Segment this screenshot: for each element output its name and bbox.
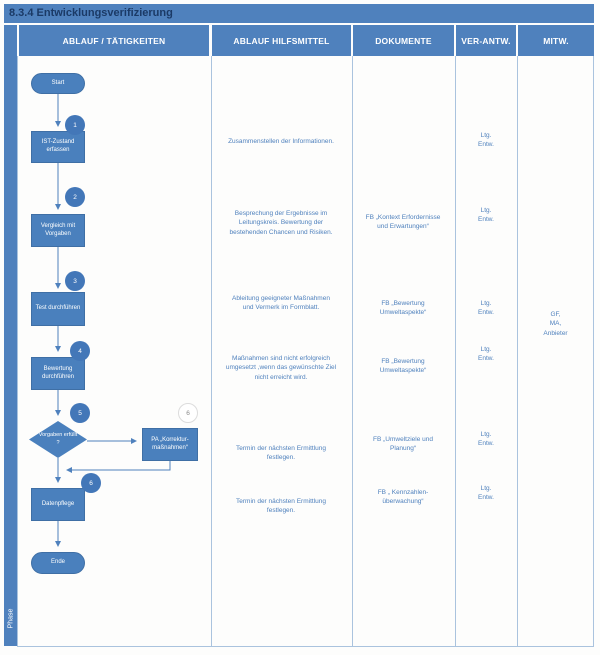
flow-end-node: Ende: [31, 552, 85, 574]
hilfsmittel-cell-2: Besprechung der Ergebnisse im Leitungskr…: [229, 210, 333, 236]
grid-line: [17, 56, 18, 646]
flow-step-box-ist-zustand: IST-Zustand erfassen: [31, 131, 85, 163]
column-header-ablauf-hilfsmittel: ABLAUF HILFSMITTEL: [212, 25, 351, 56]
hilfsmittel-cell-6: Termin der nächsten Ermittlung festlegen…: [236, 498, 326, 515]
grid-line: [352, 56, 353, 646]
verantwortlich-cell-4: Ltg. Entw.: [478, 346, 494, 363]
page-title: 8.3.4 Entwicklungsverifizierung: [4, 4, 594, 23]
column-header-dokumente: DOKUMENTE: [353, 25, 454, 56]
mitwirkung-cell: GF, MA, Anbieter: [543, 311, 568, 337]
hilfsmittel-cell-3: Ableitung geeigneter Maßnahmen und Verme…: [232, 295, 330, 312]
verantwortlich-cell-6: Ltg. Entw.: [478, 485, 494, 502]
column-header-ver-antw: VER-ANTW.: [456, 25, 516, 56]
grid-line: [211, 56, 212, 646]
phase-label: Phase: [7, 608, 15, 629]
flow-step-box-bewertung: Bewertung durchführen: [31, 357, 85, 390]
step-number-badge-1: 1: [65, 115, 85, 135]
verantwortlich-cell-3: Ltg. Entw.: [478, 300, 494, 317]
dokumente-cell-3: FB „Bewertung Umweltaspekte“: [379, 358, 427, 375]
step-number-badge-6: 6: [81, 473, 101, 493]
step-number-badge-4: 4: [70, 341, 90, 361]
flow-step-box-test: Test durchführen: [31, 292, 85, 326]
flow-start-node: Start: [31, 73, 85, 94]
flow-step-box-vergleich: Vergleich mit Vorgaben: [31, 214, 85, 247]
hilfsmittel-cell-1: Zusammenstellen der Informationen.: [228, 138, 334, 145]
dokumente-cell-1: FB „Kontext Erfordernisse und Erwartunge…: [365, 214, 441, 231]
step-number-badge-3: 3: [65, 271, 85, 291]
grid-line: [17, 646, 594, 647]
dokumente-cell-4: FB „Umweltziele und Planung“: [373, 436, 433, 453]
column-header-ablauf-taetigkeiten: ABLAUF / TÄTIGKEITEN: [19, 25, 209, 56]
grid-line: [517, 56, 518, 646]
step-number-badge-5: 5: [70, 403, 90, 423]
flow-correction-box: PA „Korrektur- maßnahmen“: [142, 428, 198, 461]
step-number-badge-2: 2: [65, 187, 85, 207]
grid-line: [593, 56, 594, 646]
verantwortlich-cell-1: Ltg. Entw.: [478, 132, 494, 149]
verantwortlich-cell-5: Ltg. Entw.: [478, 431, 494, 448]
hilfsmittel-cell-5: Termin der nächsten Ermittlung festlegen…: [236, 445, 326, 462]
phase-strip: [4, 25, 17, 646]
step-reference-badge-6: 6: [178, 403, 198, 423]
dokumente-cell-5: FB „ Kennzahlen- überwachung“: [377, 489, 429, 506]
flow-decision-diamond: Vorgaben erfüllt ?: [29, 421, 87, 458]
flow-step-box-datenpflege: Datenpflege: [31, 488, 85, 521]
hilfsmittel-cell-4: Maßnahmen sind nicht erfolgreich umgeset…: [225, 355, 337, 381]
dokumente-cell-2: FB „Bewertung Umweltaspekte“: [379, 300, 427, 317]
verantwortlich-cell-2: Ltg. Entw.: [478, 207, 494, 224]
grid-line: [455, 56, 456, 646]
column-header-mitw: MITW.: [518, 25, 594, 56]
